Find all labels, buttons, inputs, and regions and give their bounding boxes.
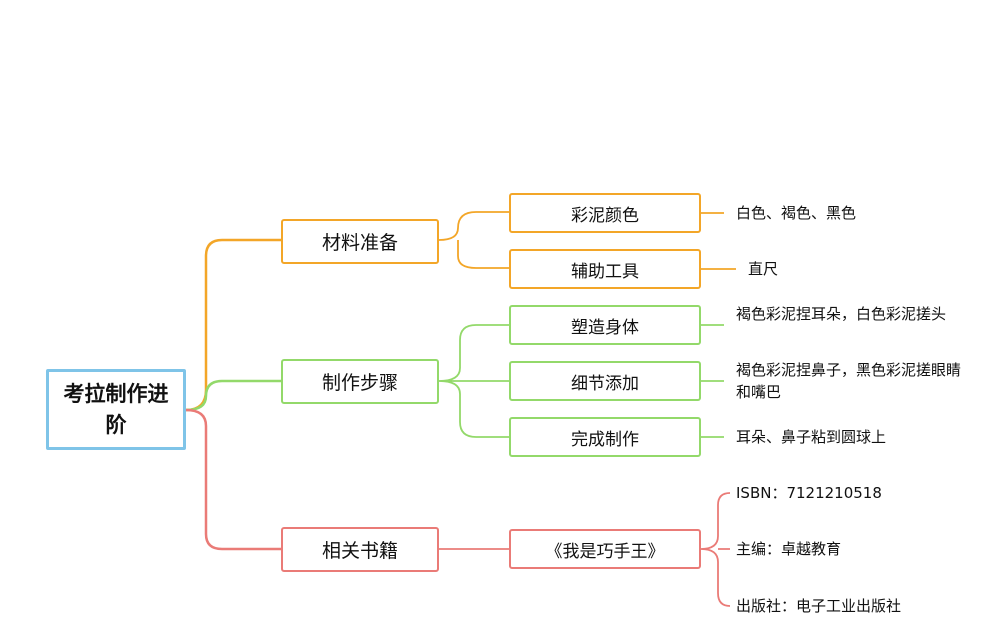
leaf-tools: 直尺 <box>748 260 779 278</box>
connector-root-materials <box>185 238 282 412</box>
leaf-editor: 主编：卓越教育 <box>736 540 842 558</box>
connector-book-details <box>700 492 731 607</box>
node-finish: 完成制作 <box>509 417 701 457</box>
root-node: 考拉制作进阶 <box>46 369 186 450</box>
connector-steps-children <box>438 324 509 438</box>
leaf-colors: 白色、褐色、黑色 <box>736 204 857 222</box>
leaf-isbn: ISBN：7121210518 <box>736 484 882 502</box>
connector-root-steps <box>185 379 282 412</box>
node-add-details: 细节添加 <box>509 361 701 401</box>
connector-root-books <box>185 408 282 551</box>
leaf-publisher: 出版社：电子工业出版社 <box>736 597 902 615</box>
branch-books: 相关书籍 <box>281 527 439 572</box>
leaf-details: 褐色彩泥捏鼻子，黑色彩泥搓眼睛和嘴巴 <box>736 361 962 401</box>
node-shape-body: 塑造身体 <box>509 305 701 345</box>
connector-materials-children <box>438 211 509 269</box>
node-book-title: 《我是巧手王》 <box>509 529 701 569</box>
branch-steps: 制作步骤 <box>281 359 439 404</box>
node-tools: 辅助工具 <box>509 249 701 289</box>
branch-materials: 材料准备 <box>281 219 439 264</box>
node-clay-colors: 彩泥颜色 <box>509 193 701 233</box>
leaf-finish: 耳朵、鼻子粘到圆球上 <box>736 428 887 446</box>
leaf-body: 褐色彩泥捏耳朵，白色彩泥搓头 <box>736 305 947 323</box>
